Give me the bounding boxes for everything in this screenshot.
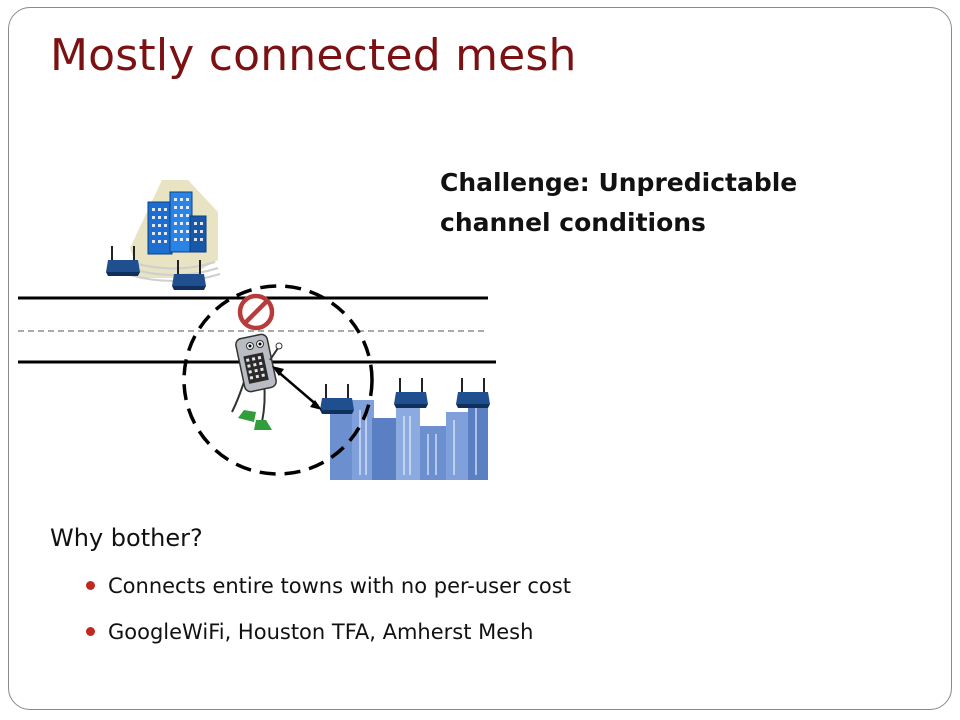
city-skyline-icon bbox=[330, 398, 488, 480]
mobile-phone-mascot-icon bbox=[231, 333, 283, 430]
bullet-text: GoogleWiFi, Houston TFA, Amherst Mesh bbox=[108, 620, 534, 644]
wireless-router-icon bbox=[172, 260, 206, 290]
wireless-router-icon bbox=[106, 246, 140, 276]
wireless-router-icon bbox=[456, 378, 490, 408]
slide-title: Mostly connected mesh bbox=[50, 30, 577, 81]
blocked-icon bbox=[237, 293, 275, 331]
bullet-dot-icon bbox=[86, 627, 95, 636]
link-arrow bbox=[272, 366, 322, 410]
why-heading: Why bother? bbox=[50, 524, 203, 552]
bullet-dot-icon bbox=[86, 581, 95, 590]
mesh-diagram bbox=[18, 180, 496, 480]
list-item: Connects entire towns with no per-user c… bbox=[86, 566, 571, 612]
wireless-router-icon bbox=[320, 384, 354, 414]
bullet-list: Connects entire towns with no per-user c… bbox=[86, 566, 571, 658]
office-building-icon bbox=[125, 180, 221, 282]
challenge-line-2: channel conditions bbox=[440, 208, 706, 237]
challenge-line-1: Challenge: Unpredictable bbox=[440, 168, 798, 197]
list-item: GoogleWiFi, Houston TFA, Amherst Mesh bbox=[86, 612, 571, 658]
bullet-text: Connects entire towns with no per-user c… bbox=[108, 574, 571, 598]
slide-frame bbox=[8, 7, 952, 710]
challenge-text: Challenge: Unpredictable channel conditi… bbox=[440, 163, 840, 243]
coverage-range-circle bbox=[182, 284, 374, 476]
wireless-router-icon bbox=[394, 378, 428, 408]
